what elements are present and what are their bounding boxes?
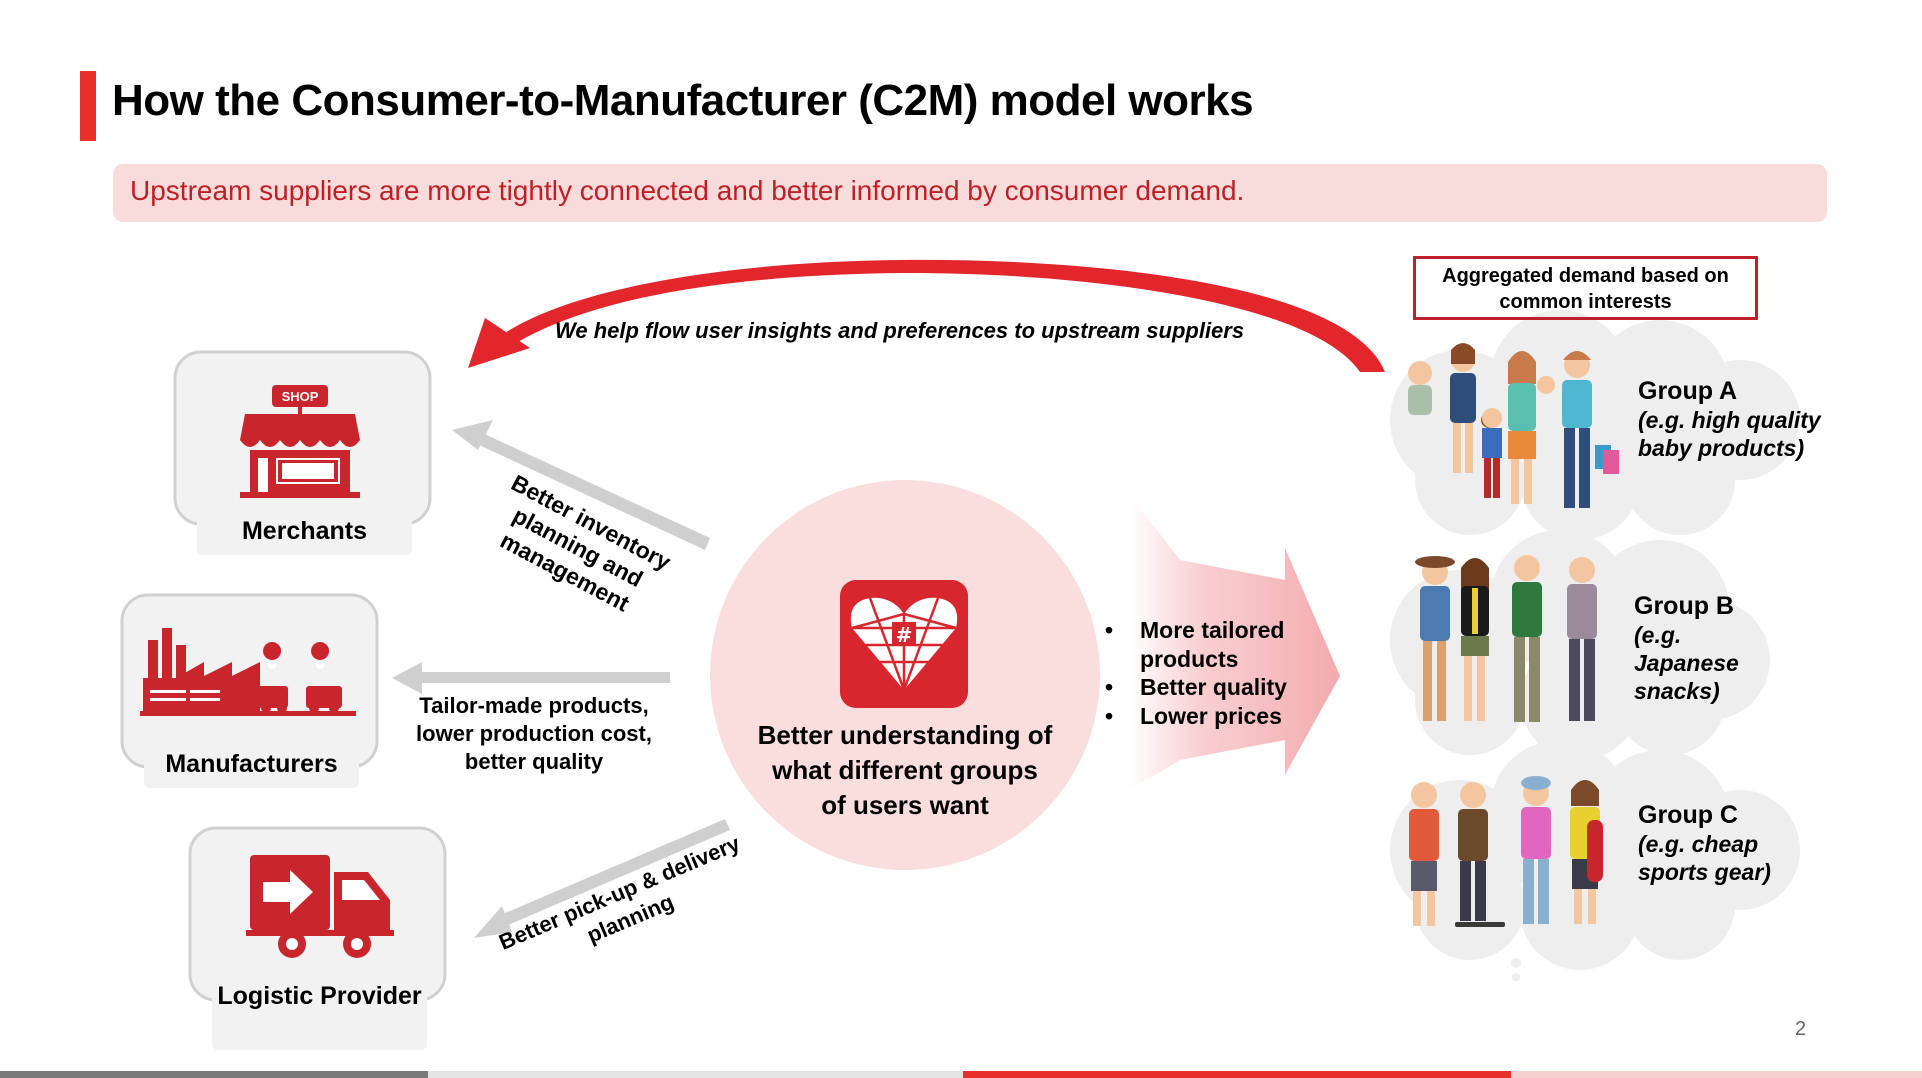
title-accent-bar	[80, 71, 96, 141]
bullet-icon: •	[1105, 702, 1114, 729]
group-c-text: Group C (e.g. cheap sports gear)	[1638, 801, 1771, 886]
group-b-text: Group B (e.g. Japanese snacks)	[1634, 592, 1739, 705]
group-a-text: Group A (e.g. high quality baby products…	[1638, 377, 1821, 462]
summary-banner-text: Upstream suppliers are more tightly conn…	[130, 175, 1245, 206]
group-a-desc-line: (e.g. high quality	[1638, 407, 1821, 433]
insight-curved-arrow	[468, 259, 1385, 372]
group-c-title: Group C	[1638, 801, 1738, 829]
manufacturers-flow-line: better quality	[464, 749, 604, 774]
factory-icon	[140, 628, 356, 716]
svg-text:#: #	[896, 623, 913, 647]
manufacturers-label: Manufacturers	[144, 743, 359, 788]
group-c-desc-line: (e.g. cheap	[1638, 831, 1759, 857]
aggregated-demand-box: Aggregated demand based on common intere…	[1413, 256, 1758, 320]
bullet-icon: •	[1105, 674, 1114, 700]
friends-group-icon	[1415, 555, 1597, 722]
family-icon	[1408, 343, 1619, 508]
footer-bar-segment	[0, 1071, 428, 1078]
summary-banner	[113, 164, 1827, 222]
manufacturers-flow-line: lower production cost,	[416, 721, 652, 746]
manufacturers-flow-arrow	[392, 662, 670, 694]
group-b-desc-line: (e.g.	[1634, 622, 1682, 648]
footer-bar-segment	[963, 1071, 1511, 1078]
benefit-item: •Better quality	[1105, 674, 1287, 700]
group-a-desc-line: baby products)	[1638, 435, 1805, 461]
delivery-truck-icon	[246, 855, 394, 958]
logistics-flow-arrow	[474, 819, 730, 938]
insight-arrow-label: We help flow user insights and preferenc…	[555, 318, 1245, 343]
center-caption-line: Better understanding of	[757, 720, 1053, 750]
manufacturers-flow-line: Tailor-made products,	[419, 693, 649, 718]
benefit-item: •More tailored products	[1105, 617, 1285, 672]
sports-youth-icon	[1409, 776, 1603, 927]
page-title: How the Consumer-to-Manufacturer (C2M) m…	[112, 76, 1254, 125]
merchants-label: Merchants	[197, 510, 412, 555]
footer-bar-segment	[1511, 1071, 1922, 1078]
merchants-flow-arrow	[452, 420, 710, 550]
benefit-item: •Lower prices	[1105, 702, 1282, 729]
shop-icon	[240, 385, 360, 498]
center-caption-line: of users want	[821, 790, 989, 820]
shop-sign: SHOP	[282, 389, 319, 404]
pinduoduo-heart-logo: #	[840, 580, 968, 708]
benefits-arrow	[1130, 495, 1340, 790]
center-caption: Better understanding of what different g…	[740, 718, 1070, 823]
page-number: 2	[1795, 1018, 1807, 1040]
group-b-title: Group B	[1634, 592, 1734, 620]
group-a-title: Group A	[1638, 377, 1738, 405]
footer-bar-segment	[428, 1071, 963, 1078]
logistics-label: Logistic Provider	[212, 975, 427, 1050]
group-b-desc-line: snacks)	[1634, 678, 1720, 704]
manufacturers-flow-label: Tailor-made products, lower production c…	[404, 692, 664, 776]
center-caption-line: what different groups	[772, 755, 1038, 785]
group-c-desc-line: sports gear)	[1638, 859, 1771, 885]
bullet-icon: •	[1105, 617, 1114, 643]
benefits-list: •More tailored products •Better quality …	[1105, 616, 1310, 730]
group-b-desc-line: Japanese	[1634, 650, 1739, 676]
